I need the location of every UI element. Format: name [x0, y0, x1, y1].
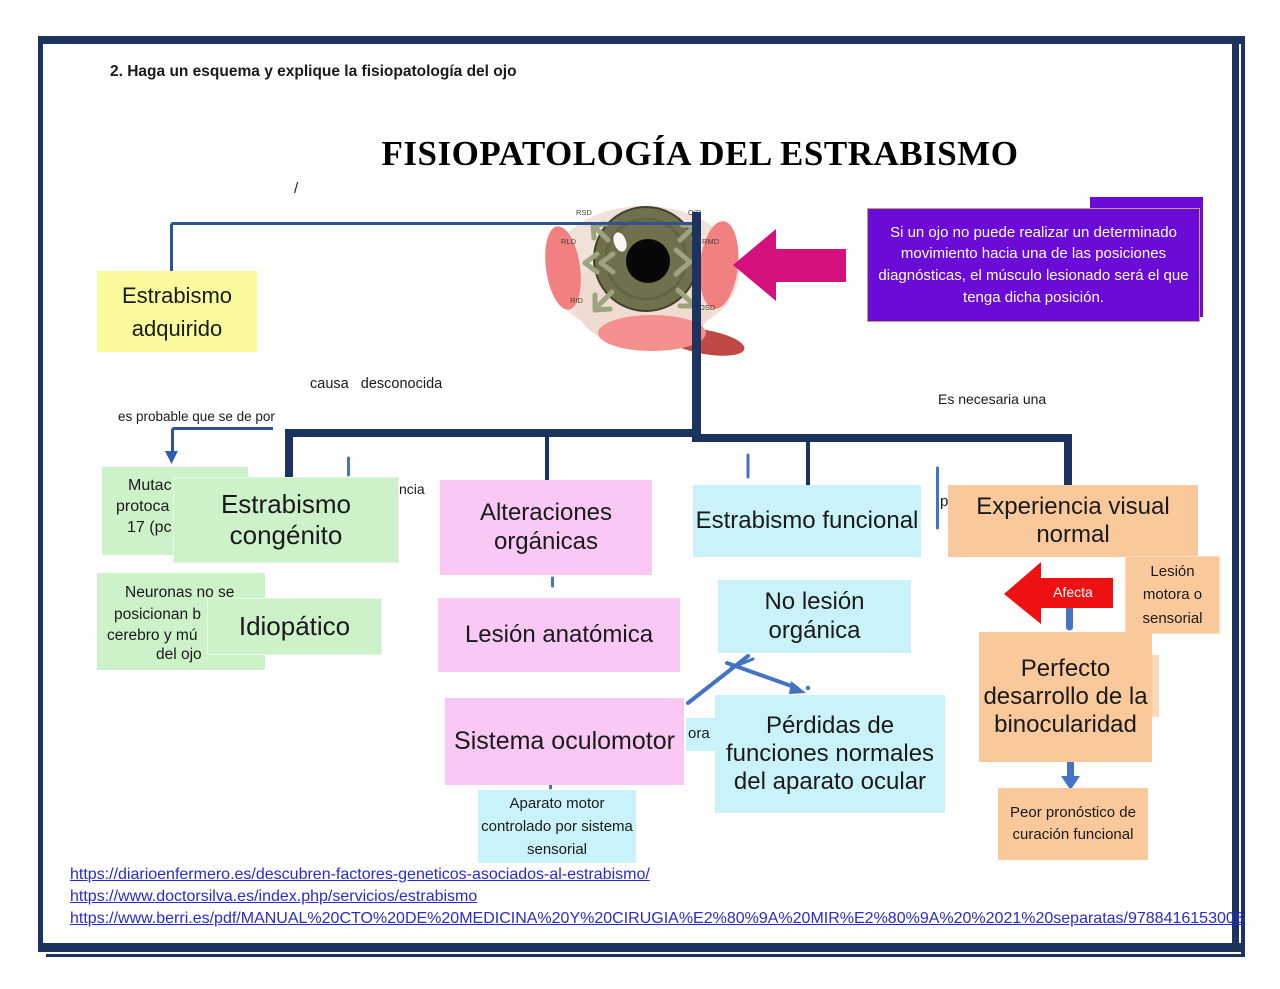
- page-border-right-outer: [1241, 40, 1245, 956]
- node-lesion-motora: Lesión motora o sensorial: [1125, 556, 1220, 634]
- node-estrabismo-funcional: Estrabismo funcional: [693, 485, 921, 557]
- page-border-top: [38, 36, 1245, 44]
- eye-label-rid: RID: [570, 296, 584, 305]
- page-border-left: [38, 36, 43, 952]
- eye-label-oid: OID: [688, 208, 702, 217]
- eye-label-rsd: RSD: [576, 208, 592, 217]
- node-perfecto-shadow: [1150, 655, 1159, 717]
- reference-link-1[interactable]: https://diarioenfermero.es/descubren-fac…: [70, 866, 650, 883]
- node-neuronas-line2: posicionan b: [114, 606, 202, 623]
- fragment-ora-box: ora: [686, 718, 716, 751]
- fragment-ncia: ncia: [399, 481, 425, 497]
- reference-link-3[interactable]: https://www.berri.es/pdf/MANUAL%20CTO%20…: [70, 910, 1244, 927]
- node-perdidas-funciones: Pérdidas de funciones normales del apara…: [715, 695, 945, 813]
- fragment-p: p: [940, 493, 949, 510]
- node-peor-pronostico: Peor pronóstico de curación funcional: [998, 788, 1148, 860]
- page-border-right-inner: [1232, 36, 1239, 952]
- note-box: Si un ojo no puede realizar un determina…: [867, 208, 1200, 322]
- node-alteraciones-organicas: Alteraciones orgánicas: [440, 480, 652, 575]
- page-border-bottom: [38, 943, 1241, 952]
- fragment-ora: ora: [688, 725, 710, 742]
- node-aparato-motor: Aparato motor controlado por sistema sen…: [478, 790, 636, 863]
- node-neuronas-line4: del ojo: [156, 646, 202, 663]
- node-perfecto-desarrollo: Perfecto desarrollo de la binocularidad: [979, 632, 1152, 762]
- node-neuronas-line1: Neuronas no se: [125, 584, 235, 601]
- node-experiencia-visual: Experiencia visual normal: [948, 485, 1198, 557]
- stray-mark: /: [294, 180, 299, 197]
- diagram-title: FISIOPATOLOGÍA DEL ESTRABISMO: [381, 134, 1019, 173]
- node-neuronas-line3: cerebro y mú: [107, 627, 198, 644]
- eye-label-rmd: RMD: [702, 237, 720, 246]
- exercise-heading: 2. Haga un esquema y explique la fisiopa…: [110, 63, 517, 80]
- label-afecta: Afecta: [1053, 584, 1093, 600]
- note-text: Si un ojo no puede realizar un determina…: [878, 223, 1189, 306]
- node-mutacion-line1: Mutac: [128, 477, 172, 494]
- node-sistema-oculomotor: Sistema oculomotor: [445, 698, 684, 785]
- node-lesion-anatomica: Lesión anatómica: [438, 598, 680, 672]
- reference-link-2[interactable]: https://www.doctorsilva.es/index.php/ser…: [70, 888, 478, 905]
- label-es-necesaria: Es necesaria una: [938, 391, 1047, 407]
- eye-label-rld: RLD: [561, 237, 577, 246]
- node-idiopatico: Idiopático: [207, 598, 382, 655]
- label-es-probable: es probable que se de por: [118, 409, 275, 424]
- eye-label-osd: OSD: [699, 303, 716, 312]
- node-no-lesion-organica: No lesión orgánica: [718, 580, 911, 653]
- page-border-bottom-outer: [46, 954, 1245, 957]
- eye-diagram-image: RSD OID RLD RMD RID OSD: [545, 206, 745, 356]
- node-mutacion-line2: protoca: [116, 498, 170, 515]
- node-estrabismo-congenito: Estrabismo congénito: [173, 477, 399, 563]
- node-estrabismo-adquirido: Estrabismo adquirido: [97, 271, 257, 352]
- node-mutacion-line3: 17 (pc: [127, 519, 172, 536]
- label-causa-desconocida: causa desconocida: [310, 376, 443, 392]
